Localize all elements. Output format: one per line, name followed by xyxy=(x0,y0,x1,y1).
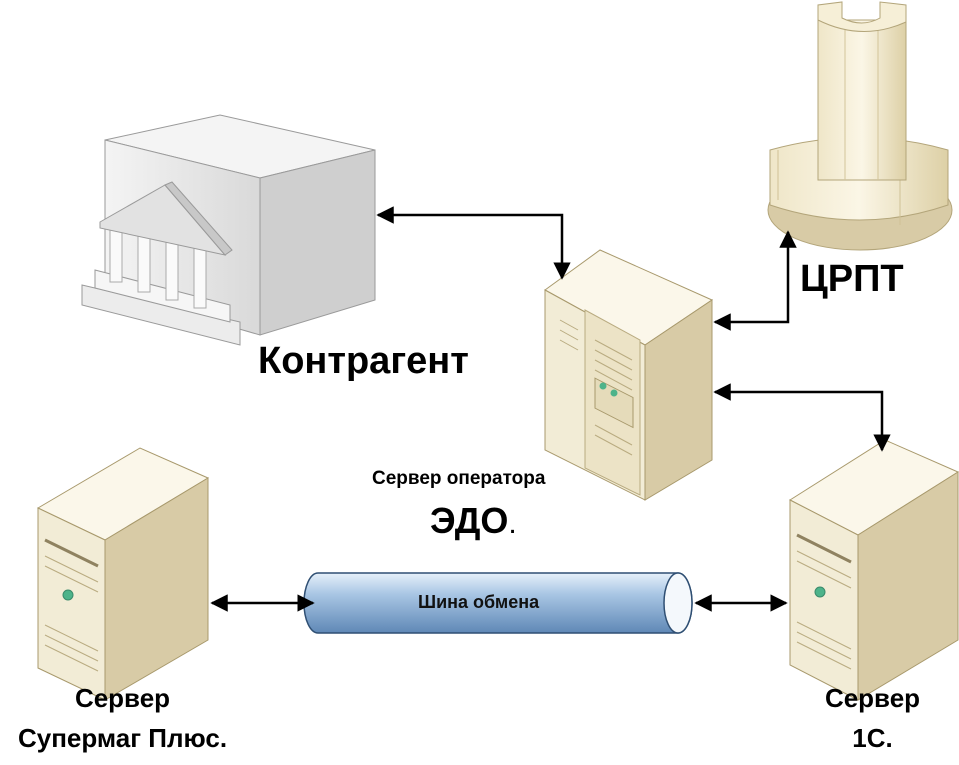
tower-server-icon xyxy=(36,447,210,701)
onec-label: Сервер 1С. xyxy=(800,678,945,758)
connector-edo-crpt xyxy=(713,230,797,331)
onec-label-line2: 1С. xyxy=(852,723,893,753)
pipe-bus-icon xyxy=(303,572,693,634)
onec-label-line1: Сервер xyxy=(824,683,921,713)
column-monument-icon xyxy=(767,1,953,251)
supermag-label-line2: Супермаг Плюс. xyxy=(17,723,228,753)
crpt-label: ЦРПТ xyxy=(800,258,904,300)
tower-server-icon xyxy=(788,439,959,701)
counterparty-label: Контрагент xyxy=(258,340,469,382)
connector-edo-counterparty xyxy=(376,206,571,280)
supermag-label: Сервер Супермаг Плюс. xyxy=(0,678,245,758)
cabinet-server-icon xyxy=(544,249,714,501)
edo-name-text: ЭДО xyxy=(430,500,509,541)
bank-building-icon xyxy=(81,114,376,346)
edo-caption-label: Сервер оператора xyxy=(372,468,546,489)
bus-label: Шина обмена xyxy=(418,592,540,612)
supermag-label-line1: Сервер xyxy=(74,683,171,713)
connector-edo-1c xyxy=(713,383,891,452)
edo-name-label: ЭДО. xyxy=(430,500,517,542)
edo-name-dot: . xyxy=(508,507,517,540)
